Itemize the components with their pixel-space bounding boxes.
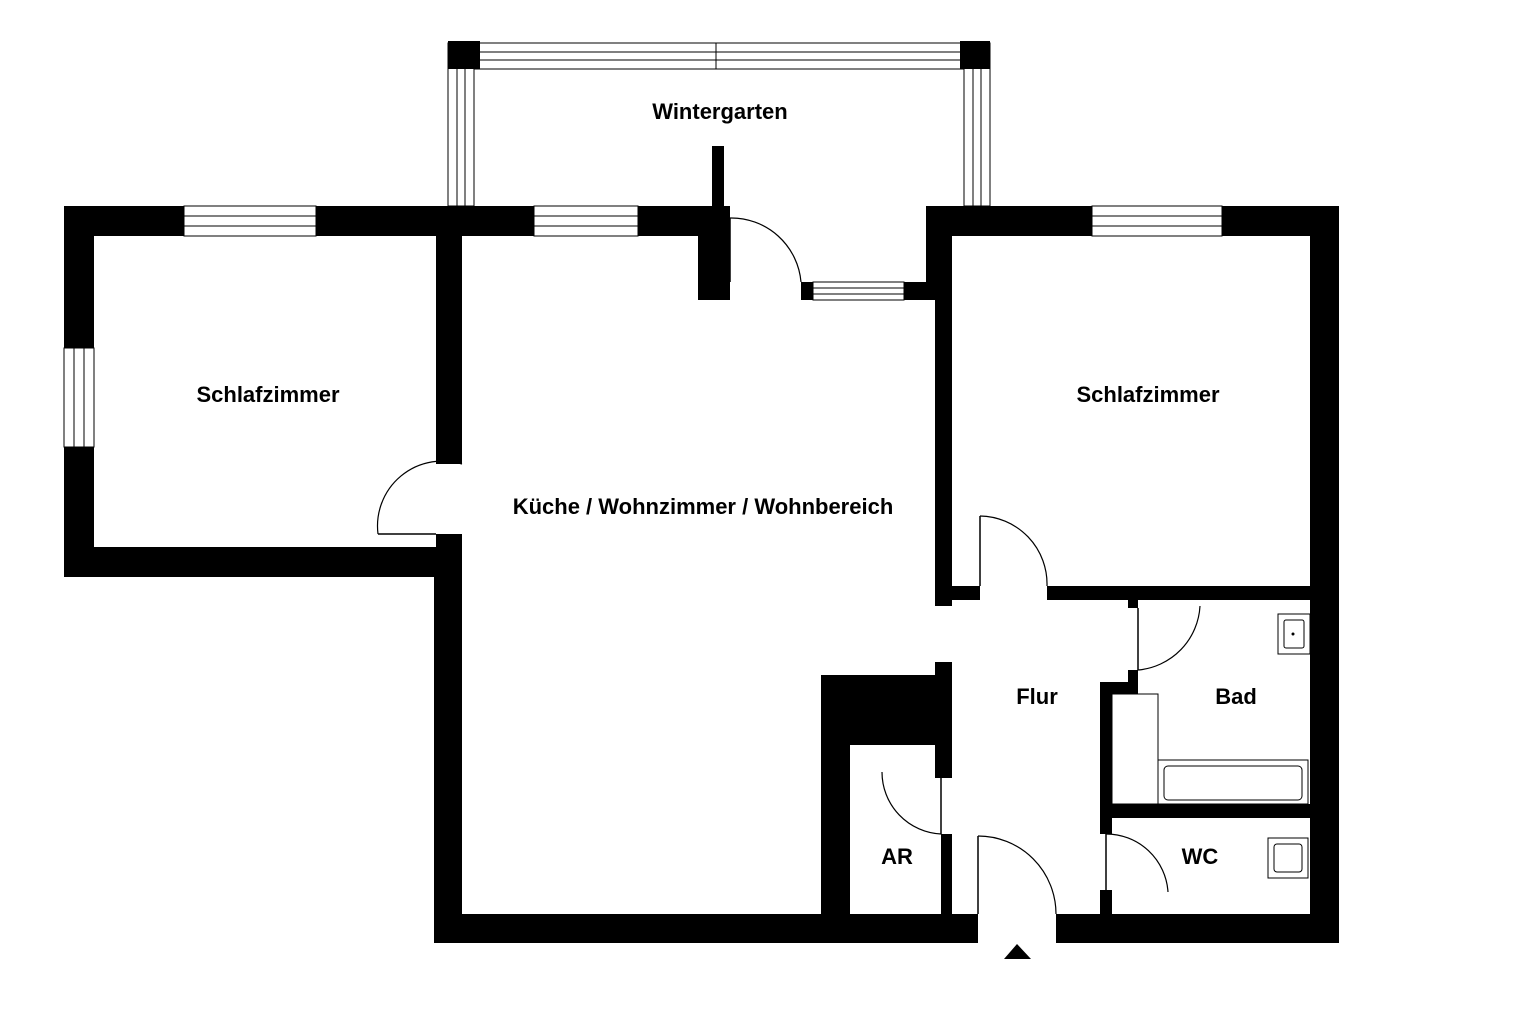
wall (1100, 804, 1310, 818)
wall (434, 547, 462, 943)
wall (1128, 600, 1138, 608)
door-right-bedroom (979, 515, 1048, 587)
wall (434, 914, 978, 943)
window (533, 205, 639, 237)
door-bad (1137, 605, 1201, 671)
room-labels: Wintergarten Schlafzimmer Schlafzimmer K… (196, 99, 1256, 869)
wall (821, 675, 850, 943)
fixtures (1111, 613, 1311, 879)
doors (376, 217, 1201, 915)
window (812, 281, 905, 301)
wall (448, 41, 480, 69)
wall (941, 834, 952, 943)
door-ar (881, 771, 942, 835)
door-wintergarten (729, 217, 802, 283)
wall (952, 586, 980, 600)
wall (926, 206, 1092, 236)
label-wc: WC (1182, 844, 1219, 869)
label-living: Küche / Wohnzimmer / Wohnbereich (513, 494, 894, 519)
wall (1100, 890, 1112, 916)
wall (698, 206, 730, 300)
door-wc (1105, 833, 1169, 893)
label-schlafzimmer-right: Schlafzimmer (1076, 382, 1219, 407)
window (63, 347, 95, 448)
wintergarten-glazing (447, 41, 991, 207)
label-flur: Flur (1016, 684, 1058, 709)
entrance-arrow-icon (1004, 944, 1031, 959)
window (461, 42, 979, 70)
wall (1047, 586, 1310, 600)
window (183, 205, 317, 237)
wall (436, 206, 462, 464)
label-ar: AR (881, 844, 913, 869)
wall (1310, 206, 1339, 943)
wall (64, 547, 462, 577)
wall (801, 282, 813, 300)
label-schlafzimmer-left: Schlafzimmer (196, 382, 339, 407)
cabinet (1111, 693, 1159, 805)
walls (64, 146, 1339, 943)
wall (64, 206, 94, 348)
wall (1100, 682, 1112, 808)
window (963, 42, 991, 207)
wall (935, 662, 952, 778)
wall (935, 236, 952, 606)
label-bad: Bad (1215, 684, 1257, 709)
window (1091, 205, 1223, 237)
wall (960, 41, 990, 69)
door-entrance (977, 835, 1057, 915)
door-left-bedroom (376, 460, 463, 535)
windows (63, 205, 1223, 448)
wall (1100, 804, 1112, 834)
wall (1056, 914, 1339, 943)
label-wintergarten: Wintergarten (652, 99, 787, 124)
wall (462, 206, 534, 236)
window (447, 42, 475, 207)
